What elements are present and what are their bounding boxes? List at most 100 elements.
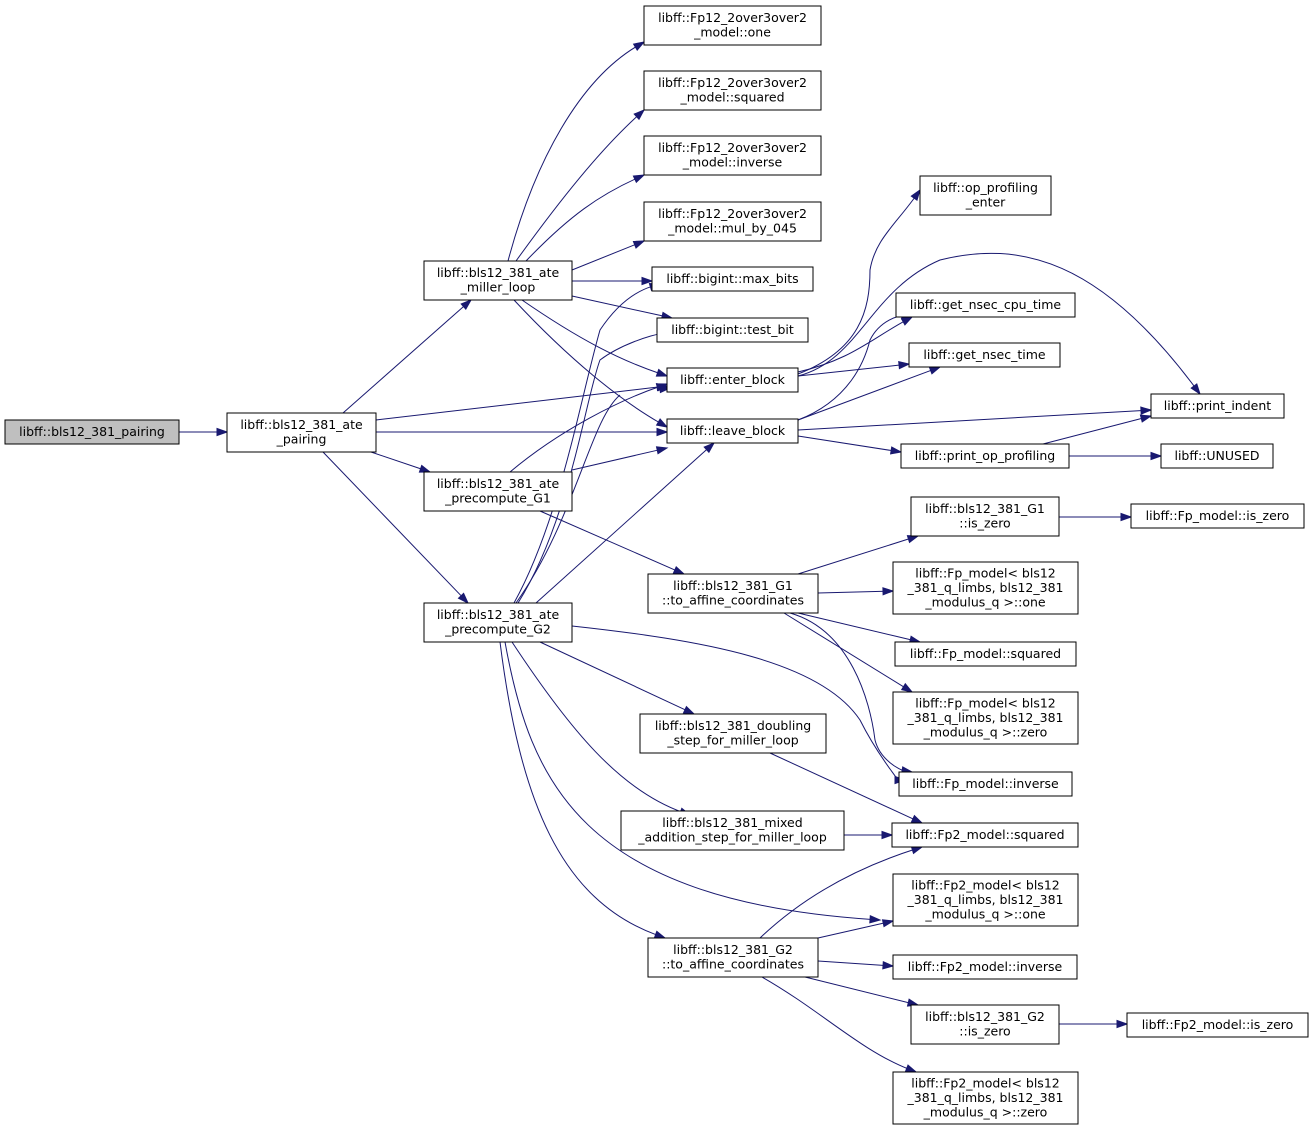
node-label: libff::UNUSED: [1174, 448, 1259, 463]
node-g2-is-zero[interactable]: libff::bls12_381_G2::is_zero: [910, 1004, 1060, 1045]
node-doubling[interactable]: libff::bls12_381_doubling_step_for_mille…: [639, 713, 827, 754]
node-box: [647, 937, 819, 978]
arrow-head-icon: [457, 592, 470, 605]
node-fp2-squared[interactable]: libff::Fp2_model::squared: [891, 822, 1079, 848]
edge-g2_affine-to-fp2_inverse: [817, 960, 895, 970]
node-fp2-one[interactable]: libff::Fp2_model< bls12_381_q_limbs, bls…: [892, 873, 1079, 927]
node-label: _enter: [965, 195, 1006, 210]
edge-line: [515, 115, 639, 262]
node-label: _381_q_limbs, bls12_381: [907, 1090, 1064, 1105]
node-op-prof-enter[interactable]: libff::op_profiling_enter: [919, 175, 1052, 216]
edge-miller_loop-to-max_bits: [572, 276, 654, 286]
edge-line: [571, 625, 898, 781]
node-mixed-add[interactable]: libff::bls12_381_mixed_addition_step_for…: [620, 810, 845, 851]
edge-miller_loop-to-test_bit: [571, 295, 674, 320]
arrow-head-icon: [1140, 406, 1153, 415]
node-cpu-time[interactable]: libff::get_nsec_cpu_time: [895, 292, 1076, 318]
edge-precompute_g2-to-max_bits: [513, 282, 662, 604]
edge-line: [571, 243, 637, 271]
arrow-head-icon: [881, 919, 895, 928]
node-fp-one[interactable]: libff::Fp_model< bls12_381_q_limbs, bls1…: [892, 561, 1079, 615]
node-fp2-inverse[interactable]: libff::Fp2_model::inverse: [892, 954, 1078, 980]
node-fp-is-zero[interactable]: libff::Fp_model::is_zero: [1130, 503, 1305, 529]
node-max-bits[interactable]: libff::bigint::max_bits: [651, 266, 814, 292]
node-label: libff::bls12_381_G2: [925, 1009, 1045, 1024]
arrow-head-icon: [655, 368, 669, 377]
node-fp12-mul045[interactable]: libff::Fp12_2over3over2_model::mul_by_04…: [643, 201, 822, 242]
node-leave-block[interactable]: libff::leave_block: [666, 418, 799, 444]
edge-miller_loop-to-fp12_inverse: [525, 174, 646, 262]
node-box: [656, 317, 809, 343]
edge-line: [539, 641, 688, 712]
edge-doubling-to-fp2_squared: [769, 752, 924, 824]
node-precompute-g1[interactable]: libff::bls12_381_ate_precompute_G1: [423, 471, 573, 512]
node-fp2-is-zero[interactable]: libff::Fp2_model::is_zero: [1126, 1012, 1309, 1038]
arrow-head-icon: [869, 915, 882, 924]
node-fp12-one[interactable]: libff::Fp12_2over3over2_model::one: [643, 5, 822, 46]
edge-line: [521, 299, 660, 374]
node-label: _model::squared: [679, 90, 784, 105]
edge-ate_pairing-to-precompute_g1: [370, 451, 432, 473]
node-g2-affine[interactable]: libff::bls12_381_G2::to_affine_coordinat…: [647, 937, 819, 978]
edge-line: [789, 612, 905, 772]
node-unused[interactable]: libff::UNUSED: [1160, 443, 1274, 469]
node-test-bit[interactable]: libff::bigint::test_bit: [656, 317, 809, 343]
arrow-head-icon: [703, 441, 716, 454]
arrow-head-icon: [882, 587, 895, 596]
node-fp-zero[interactable]: libff::Fp_model< bls12_381_q_limbs, bls1…: [892, 691, 1079, 745]
node-box: [423, 471, 573, 512]
node-label: _precompute_G1: [444, 491, 551, 506]
edge-line: [797, 410, 1144, 431]
node-label: libff::Fp_model::is_zero: [1146, 508, 1290, 523]
edge-ate_pairing-to-enter_block: [375, 383, 669, 421]
node-fp-inverse[interactable]: libff::Fp_model::inverse: [898, 771, 1073, 797]
node-box: [891, 822, 1079, 848]
edge-precompute_g1-to-leave_block: [571, 446, 669, 471]
node-label: libff::Fp12_2over3over2: [658, 10, 807, 25]
edge-g1_affine-to-fp_zero: [783, 612, 914, 693]
node-fp12-inverse[interactable]: libff::Fp12_2over3over2_model::inverse: [643, 135, 822, 176]
node-print-indent[interactable]: libff::print_indent: [1150, 393, 1285, 419]
node-label: ::is_zero: [959, 1024, 1010, 1039]
node-box: [643, 135, 822, 176]
edge-line: [535, 447, 709, 604]
node-label: libff::bls12_381_G1: [925, 501, 1045, 516]
edge-enter_block-to-nsec_time: [797, 360, 911, 377]
node-pairing[interactable]: libff::bls12_381_pairing: [4, 419, 180, 445]
edge-line: [375, 386, 660, 421]
edge-line: [342, 304, 466, 414]
node-fp2-zero[interactable]: libff::Fp2_model< bls12_381_q_limbs, bls…: [892, 1071, 1079, 1125]
node-label: _miller_loop: [460, 280, 536, 295]
arrow-head-icon: [882, 961, 895, 970]
node-print-op-prof[interactable]: libff::print_op_profiling: [900, 443, 1070, 469]
node-precompute-g2[interactable]: libff::bls12_381_ate_precompute_G2: [423, 602, 573, 643]
node-box: [666, 367, 799, 393]
node-label: libff::bls12_381_ate: [437, 607, 560, 622]
edge-line: [817, 922, 886, 939]
node-nsec-time[interactable]: libff::get_nsec_time: [908, 342, 1061, 368]
node-box: [666, 418, 799, 444]
node-box: [892, 561, 1079, 615]
node-box: [892, 691, 1079, 745]
edge-g1_affine-to-fp_one: [817, 587, 895, 596]
edge-precompute_g2-to-fp_inverse: [571, 625, 907, 785]
edge-line: [507, 45, 638, 262]
node-label: _pairing: [276, 432, 327, 447]
node-box: [639, 713, 827, 754]
node-box: [643, 5, 822, 46]
edge-line: [797, 435, 894, 452]
node-g1-affine[interactable]: libff::bls12_381_G1::to_affine_coordinat…: [647, 573, 819, 614]
edge-enter_block-to-cpu_time: [797, 316, 914, 373]
node-label: _381_q_limbs, bls12_381: [907, 892, 1064, 907]
edge-precompute_g2-to-doubling: [539, 641, 696, 715]
edge-line: [539, 510, 677, 572]
node-enter-block[interactable]: libff::enter_block: [666, 367, 799, 393]
node-miller-loop[interactable]: libff::bls12_381_ate_miller_loop: [423, 260, 573, 301]
node-g1-is-zero[interactable]: libff::bls12_381_G1::is_zero: [910, 496, 1060, 537]
node-ate-pairing[interactable]: libff::bls12_381_ate_pairing: [226, 412, 377, 453]
node-fp-squared[interactable]: libff::Fp_model::squared: [894, 641, 1077, 667]
node-fp12-squared[interactable]: libff::Fp12_2over3over2_model::squared: [643, 70, 822, 111]
arrow-head-icon: [881, 830, 894, 840]
node-label: libff::Fp_model::inverse: [912, 776, 1059, 791]
